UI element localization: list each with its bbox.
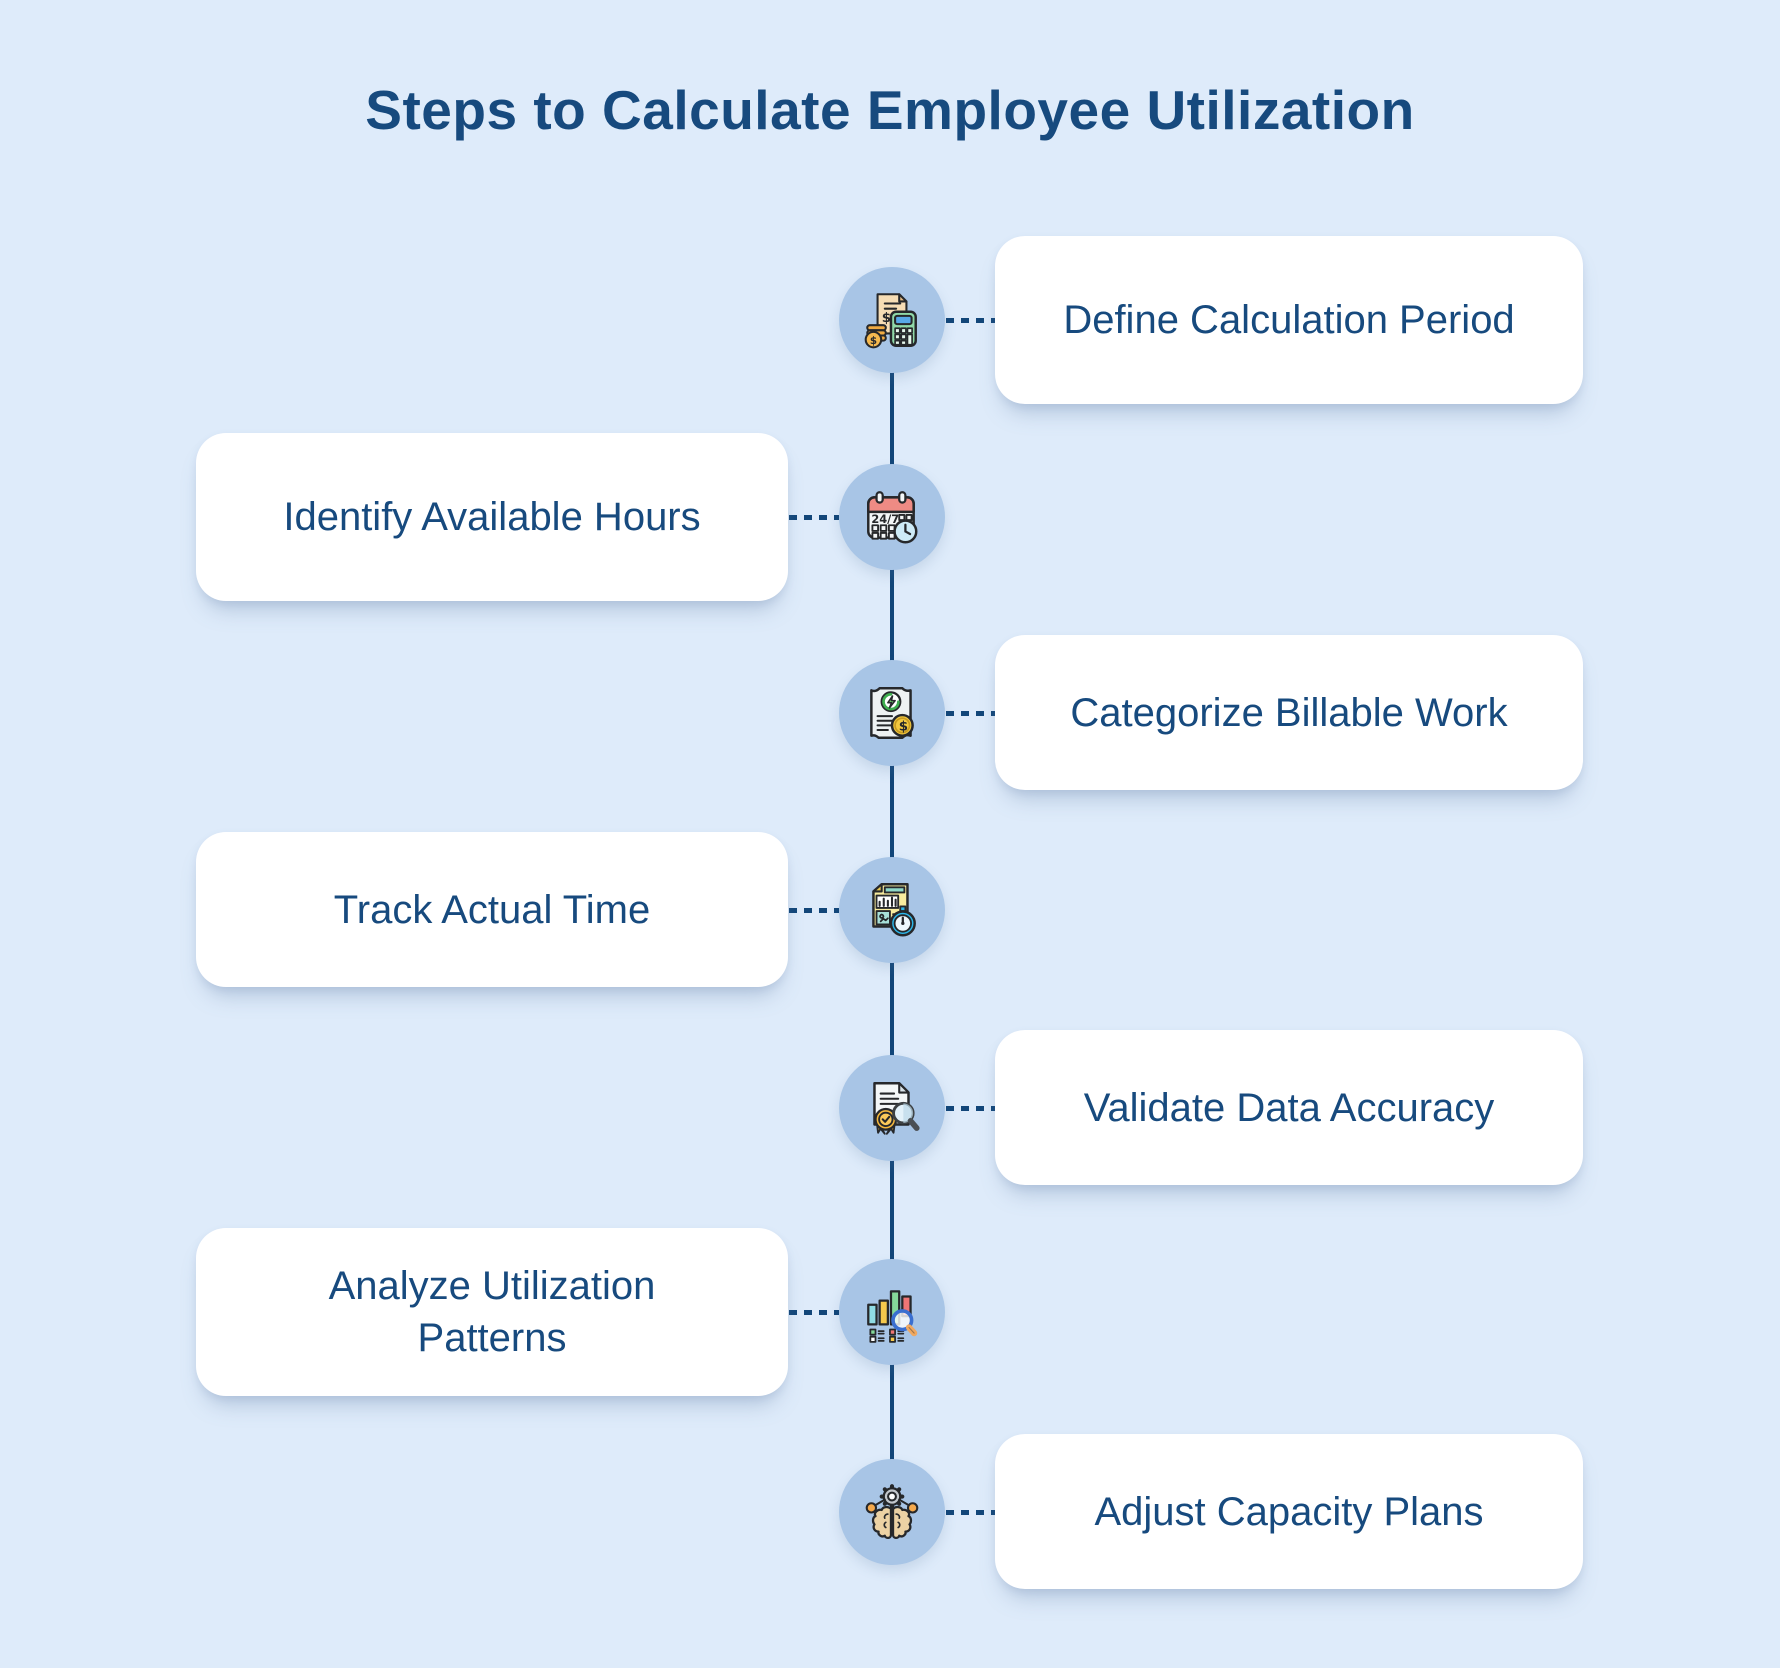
step-card-7: Adjust Capacity Plans bbox=[995, 1434, 1583, 1589]
step-node-5 bbox=[839, 1055, 945, 1161]
connector-5 bbox=[946, 1106, 995, 1111]
connector-7 bbox=[946, 1510, 995, 1515]
step-label-4: Track Actual Time bbox=[333, 887, 651, 932]
invoice-calculator-icon: $ $ bbox=[864, 293, 917, 349]
step-card-6: Analyze Utilization Patterns bbox=[196, 1228, 788, 1396]
connector-1 bbox=[946, 318, 995, 323]
connector-6 bbox=[789, 1310, 839, 1315]
step-node-4 bbox=[839, 857, 945, 963]
step-node-2: 24/7 bbox=[839, 464, 945, 570]
step-node-7 bbox=[839, 1459, 945, 1565]
step-label-5: Validate Data Accuracy bbox=[1083, 1085, 1495, 1130]
bar-chart-magnifier-icon bbox=[867, 1290, 918, 1343]
connector-2 bbox=[789, 515, 839, 520]
svg-text:$: $ bbox=[870, 335, 877, 347]
brain-gear-icon bbox=[865, 1484, 919, 1540]
step-label-1: Define Calculation Period bbox=[1063, 298, 1515, 342]
step-card-4: Track Actual Time bbox=[196, 832, 788, 987]
calendar-24-7-clock-icon: 24/7 bbox=[867, 491, 918, 544]
connector-4 bbox=[789, 908, 839, 913]
time-report-stopwatch-icon bbox=[872, 882, 916, 937]
svg-text:$: $ bbox=[899, 720, 908, 735]
billable-receipt-dollar-icon: $ bbox=[870, 687, 914, 739]
step-card-3: Categorize Billable Work bbox=[995, 635, 1583, 790]
step-label-3: Categorize Billable Work bbox=[1070, 690, 1508, 735]
step-node-3: $ bbox=[839, 660, 945, 766]
connector-3 bbox=[946, 711, 995, 716]
svg-text:24/7: 24/7 bbox=[871, 512, 899, 526]
page-title: Steps to Calculate Employee Utilization bbox=[365, 79, 1415, 141]
step-node-1: $ $ bbox=[839, 267, 945, 373]
step-node-6 bbox=[839, 1259, 945, 1365]
step-label-2: Identify Available Hours bbox=[283, 495, 701, 539]
step-card-2: Identify Available Hours bbox=[196, 433, 788, 601]
step-card-5: Validate Data Accuracy bbox=[995, 1030, 1583, 1185]
step-label-6: Analyze Utilization Patterns bbox=[328, 1264, 656, 1360]
step-card-1: Define Calculation Period bbox=[995, 236, 1583, 404]
svg-text:$: $ bbox=[882, 311, 891, 326]
step-label-7: Adjust Capacity Plans bbox=[1094, 1489, 1484, 1534]
document-badge-magnifier-icon bbox=[873, 1082, 920, 1135]
